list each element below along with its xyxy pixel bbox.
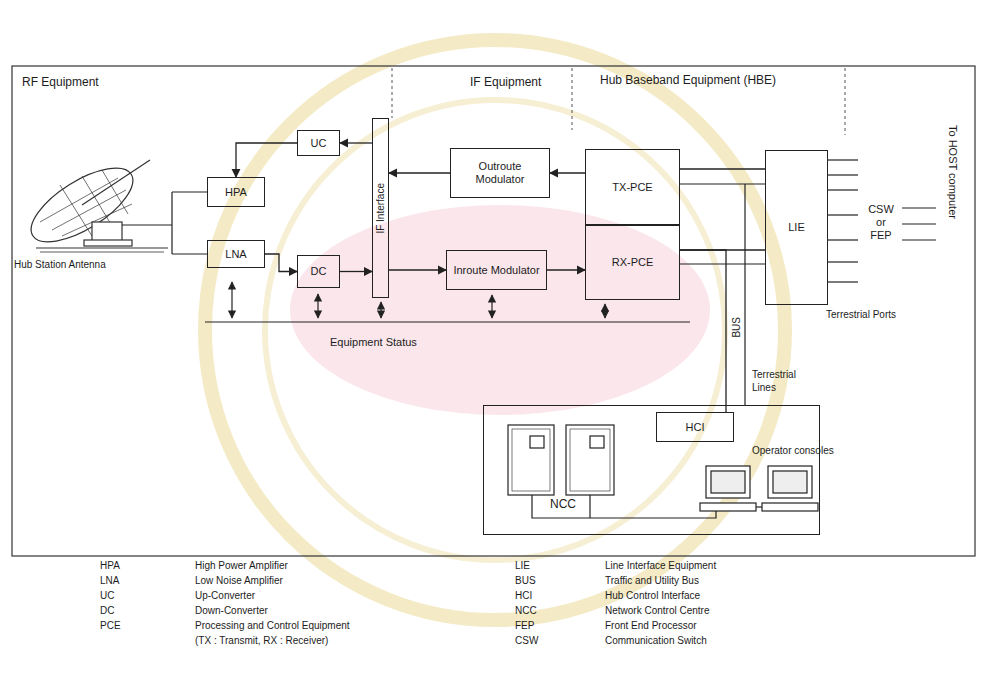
box-label: LIE [786,221,807,234]
host-label: To HOST computer [946,125,959,219]
box-label: HPA [223,186,249,199]
legend-abbreviation: HCI [515,590,532,602]
legend-description: Front End Processor [605,620,697,632]
amplifier-box: HPA [207,177,265,207]
interface-equipment-box: LIE [765,150,828,305]
legend-description: Low Noise Amplifier [195,575,283,587]
legend-abbreviation: UC [100,590,114,602]
pce-box: TX-PCE [585,149,680,225]
converter-box: DC [297,255,340,288]
interface-box: IF Interface [372,118,389,298]
legend-abbreviation: LNA [100,575,119,587]
box-label: TX-PCE [610,181,654,194]
box-label: HCI [684,421,707,434]
signal-connector [340,271,372,272]
signal-connector [389,172,450,173]
signal-connector [550,172,585,173]
box-label: NCC [548,498,578,511]
legend-abbreviation: FEP [515,620,534,632]
amplifier-box: LNA [207,240,265,268]
legend-abbreviation: CSW [515,635,538,647]
port-label: Terrestrial Ports [826,308,896,321]
pce-box: RX-PCE [585,225,680,300]
signal-connector [340,142,372,143]
bus-label: BUS [730,317,743,338]
legend-abbreviation: NCC [515,605,537,617]
box-label: LNA [223,248,248,261]
section-heading: RF Equipment [22,76,99,89]
converter-box: UC [297,130,340,156]
modulator-box: Outroute Modulator [450,148,550,198]
signal-connector [547,269,585,270]
legend-abbreviation: BUS [515,575,536,587]
box-label: IF Interface [374,183,387,234]
legend-description: Up-Converter [195,590,255,602]
antenna-label: Hub Station Antenna [14,258,106,271]
legend-description: Network Control Centre [605,605,709,617]
line-label: Terrestrial Lines [752,368,812,394]
signal-connector [236,143,297,177]
signal-connector [680,250,726,412]
box-label: DC [309,265,329,278]
legend-description: Down-Converter [195,605,268,617]
box-label: UC [309,137,329,150]
legend-description: (TX : Transmit, RX : Receiver) [195,635,328,647]
box-label: Inroute Modulator [451,264,541,277]
box-label: RX-PCE [610,256,656,269]
modulator-box: Inroute Modulator [446,250,547,290]
bus-label: Equipment Status [330,336,417,349]
signal-connector [265,254,297,272]
legend-description: Processing and Control Equipment [195,620,350,632]
legend-abbreviation: DC [100,605,114,617]
signal-connector [389,269,446,270]
port-label: CSW or FEP [864,203,898,242]
legend-description: Line Interface Equipment [605,560,716,572]
legend-abbreviation: LIE [515,560,530,572]
signal-connector [680,168,765,169]
legend-description: High Power Amplifier [195,560,288,572]
section-heading: IF Equipment [470,76,541,89]
legend-abbreviation: PCE [100,620,121,632]
legend-abbreviation: HPA [100,560,120,572]
control-interface-box: HCI [656,412,734,442]
control-centre-region: NCC HCI [483,405,820,535]
legend-description: Hub Control Interface [605,590,700,602]
section-heading: Hub Baseband Equipment (HBE) [600,74,780,87]
legend-description: Traffic and Utility Bus [605,575,699,587]
legend-description: Communication Switch [605,635,707,647]
console-label: Operator consoles [752,444,834,457]
box-label: Outroute Modulator [451,160,549,186]
